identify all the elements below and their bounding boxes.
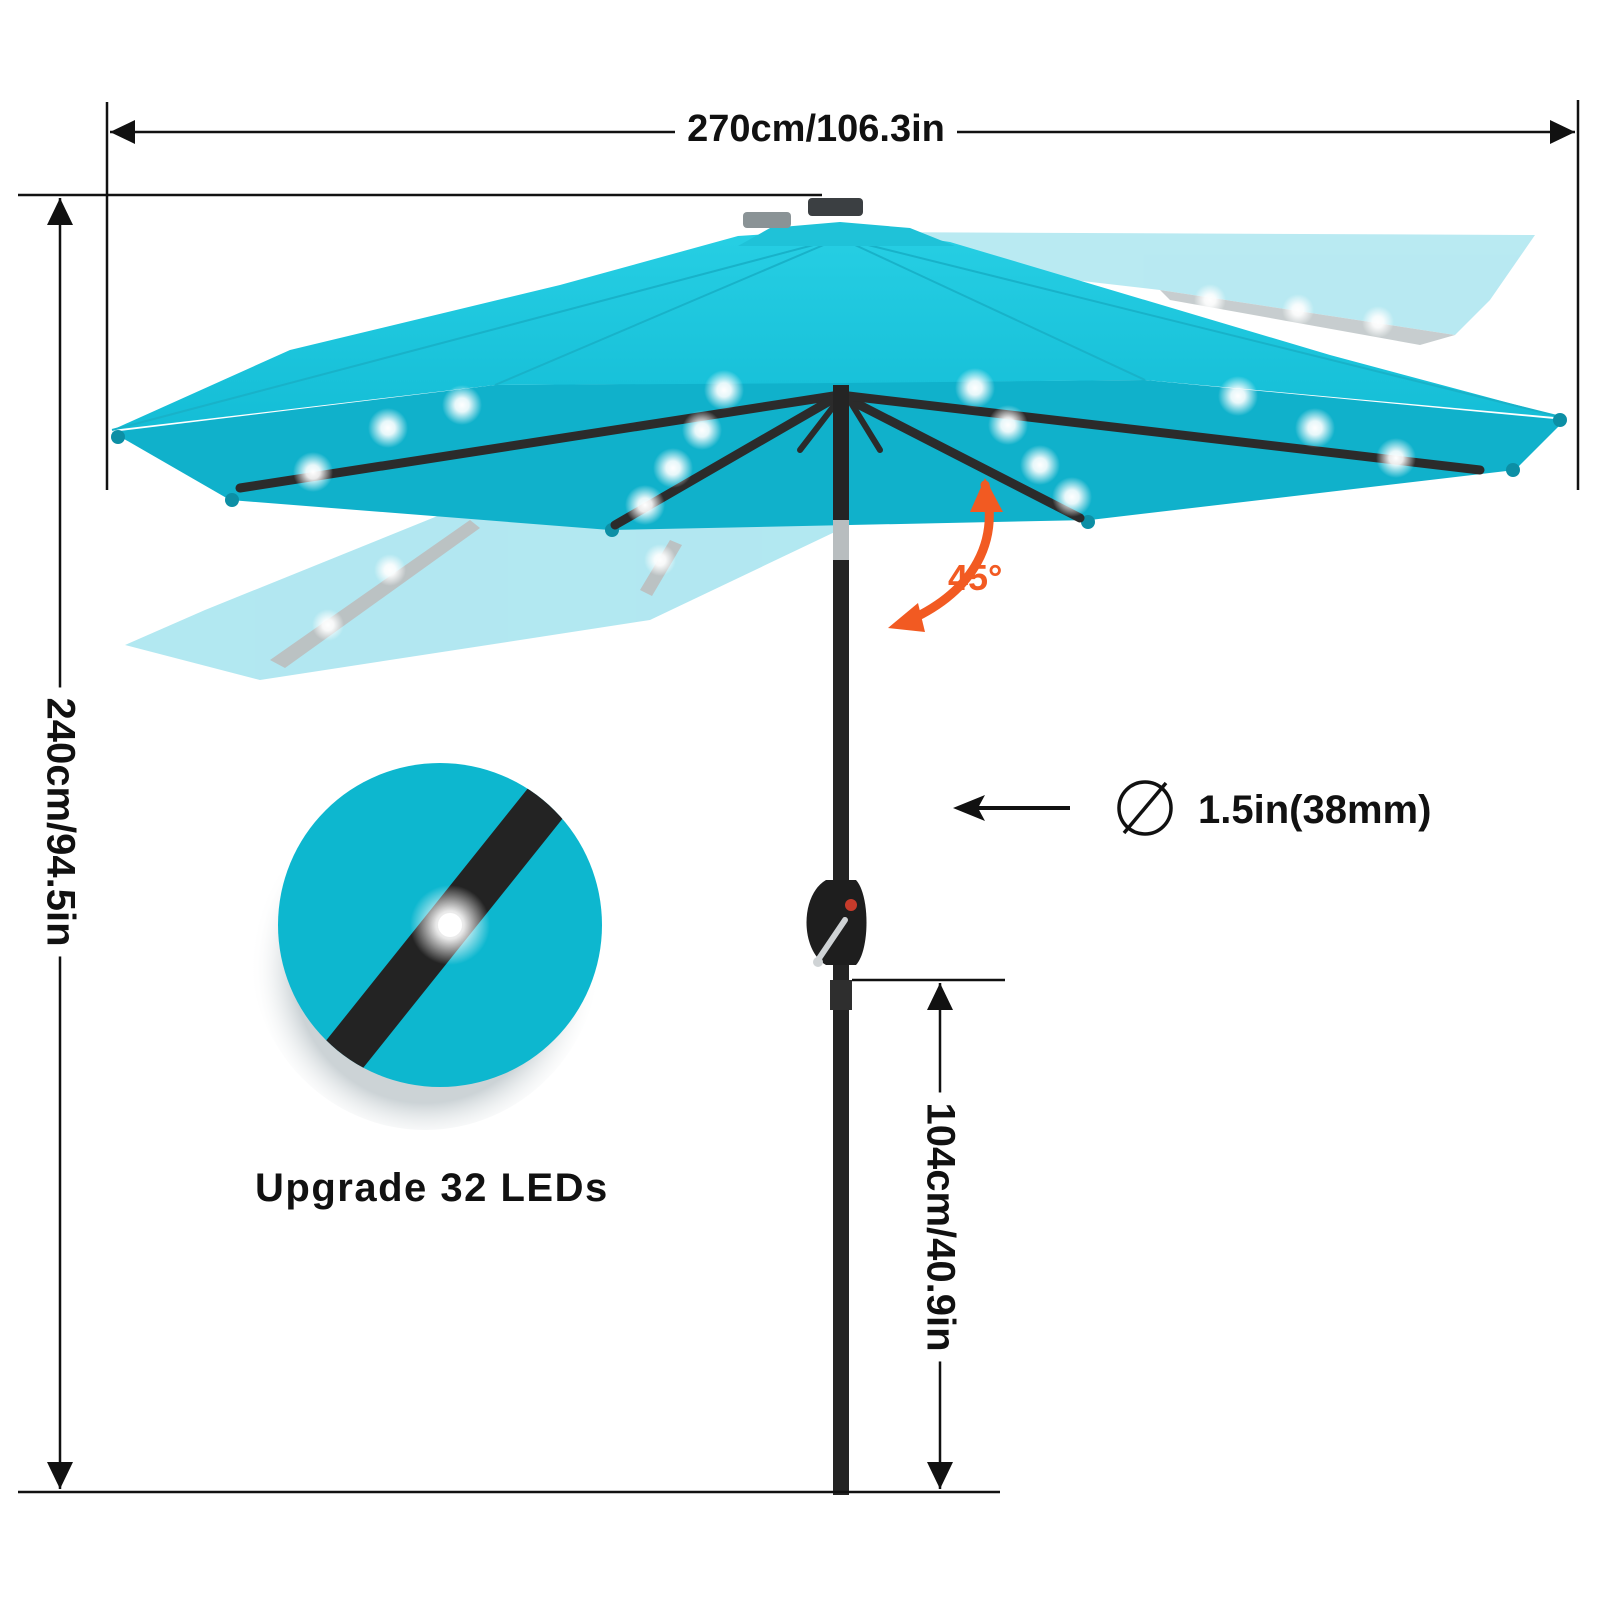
led-feature-label: Upgrade 32 LEDs (255, 1166, 609, 1210)
tilt-angle-label: 45° (948, 557, 1003, 598)
diameter-icon (1117, 780, 1173, 836)
led-lights (293, 368, 1416, 525)
led-zoom-inset (250, 763, 602, 1130)
tilted-canopy-lower (125, 515, 860, 680)
left-arrow-icon (953, 795, 1070, 821)
crank-height-dimension-label: 104cm/40.9in (918, 1092, 963, 1362)
pole-diameter-label: 1.5in(38mm) (1198, 788, 1432, 832)
umbrella-pole (806, 385, 867, 1495)
height-dimension-label: 240cm/94.5in (38, 687, 83, 957)
tilted-canopy-upper (850, 232, 1535, 345)
curved-arrow-icon (888, 478, 1003, 632)
